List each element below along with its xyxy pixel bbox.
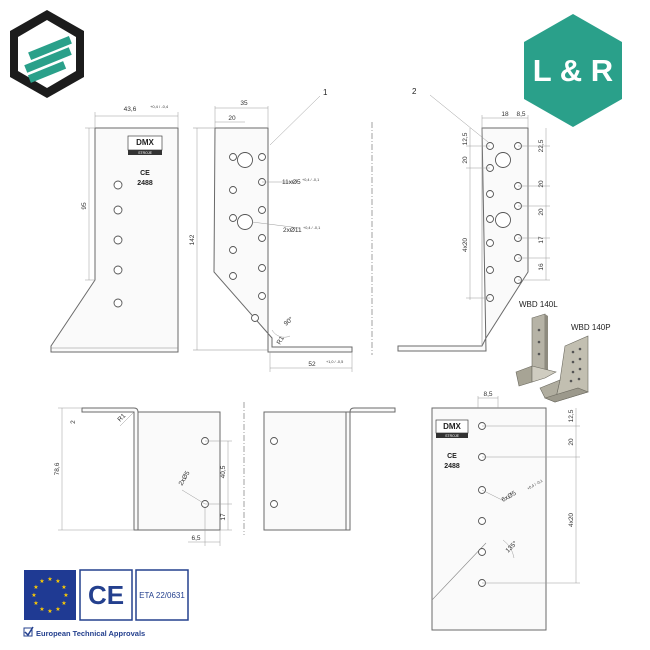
dim-20: 20 <box>228 115 236 122</box>
width-tol: +0,4 / -0,4 <box>150 104 169 109</box>
svg-text:★: ★ <box>39 578 44 585</box>
width-label: 43,6 <box>124 106 137 113</box>
dim-6-5: 6,5 <box>191 535 200 542</box>
dim-20-bottom: 20 <box>568 438 575 446</box>
eta-text: ETA 22/0631 <box>139 591 185 600</box>
height-142-label: 142 <box>189 234 196 245</box>
right-20b: 20 <box>538 208 545 216</box>
eu-flag <box>24 570 76 620</box>
stamp-brand: DMX <box>136 138 154 147</box>
ce-mark: CE <box>140 170 150 177</box>
ce-number-bottom: 2488 <box>444 463 460 470</box>
product-wbd-140p <box>539 335 589 403</box>
svg-text:★: ★ <box>61 600 66 607</box>
base-tol: +1,0 / -0,5 <box>326 360 343 364</box>
dim-8-5-bottom: 8,5 <box>483 391 492 398</box>
product-images: WBD 140L WBD 140P <box>515 300 611 403</box>
bend-radius: R1 <box>276 335 286 346</box>
small-holes-note: 11xØ5 <box>282 179 301 186</box>
right-20a: 20 <box>538 180 545 188</box>
ce-mark-bottom: CE <box>447 453 457 460</box>
stamp-brand-bottom: DMX <box>443 422 461 431</box>
svg-text:★: ★ <box>39 606 44 613</box>
svg-text:★: ★ <box>47 576 52 583</box>
stamp-sub-bottom: STROJE <box>445 434 459 438</box>
right-plate-holes <box>486 142 522 302</box>
callout-1: 1 <box>323 88 328 97</box>
view-bottom-middle-angle <box>263 407 396 531</box>
stamp-sub: STROJE <box>138 151 152 155</box>
ce-box-text: CE <box>88 580 124 610</box>
svg-text:★: ★ <box>33 600 38 607</box>
height-label: 95 <box>81 202 88 210</box>
side-plate-holes <box>229 152 266 322</box>
right-16: 16 <box>538 263 545 271</box>
svg-text:★: ★ <box>63 592 68 599</box>
front-plate-holes <box>113 180 123 308</box>
brand-mark-logo <box>10 10 84 98</box>
dim-18: 18 <box>501 111 509 118</box>
ce-number: 2488 <box>137 180 153 187</box>
right-22-5: 22,5 <box>538 139 545 152</box>
dim-12-5-bottom: 12,5 <box>568 409 575 422</box>
bottom-middle-holes <box>270 437 278 508</box>
view-front-plate-left: DMX STROJE CE 2488 43,6 +0,4 / -0,4 95 <box>50 104 179 353</box>
eta-box <box>135 569 189 621</box>
thickness-label: 2 <box>70 420 77 424</box>
left-4x20: 4x20 <box>462 238 469 252</box>
right-17: 17 <box>538 236 545 244</box>
lr-logo: L & R <box>524 14 622 127</box>
svg-text:★: ★ <box>47 608 52 615</box>
lr-logo-text: L & R <box>533 53 613 88</box>
certification-block: ★ ★ ★ ★ ★ ★ ★ ★ ★ ★ ★ ★ CE ETA 22/0631 E… <box>23 569 189 638</box>
product-wbd-140l <box>515 313 557 387</box>
svg-text:★: ★ <box>61 584 66 591</box>
large-holes-note: 2xØ11 <box>283 227 302 234</box>
svg-text:★: ★ <box>55 606 60 613</box>
height-78-6: 78,6 <box>54 462 61 475</box>
view-side-plate-right: 2 18 8,5 12,5 20 4x20 22,5 20 20 17 16 <box>397 87 550 352</box>
left-12-5: 12,5 <box>462 132 469 145</box>
ce-box <box>79 569 133 621</box>
large-holes-tol: +0,4 / -0,1 <box>303 226 320 230</box>
small-holes-tol: +0,4 / -0,1 <box>302 178 319 182</box>
svg-text:★: ★ <box>55 578 60 585</box>
product-label-l: WBD 140L <box>519 300 558 309</box>
svg-text:★: ★ <box>31 592 36 599</box>
view-bottom-left-angle: 78,6 2 R1 2xØ5 40,5 17 6,5 <box>54 407 232 546</box>
callout-2: 2 <box>412 87 417 96</box>
left-20: 20 <box>462 156 469 164</box>
view-bottom-right-plate: DMX STROJE CE 2488 8,5 12,5 20 4x20 6xØ5… <box>431 391 580 631</box>
dim-35: 35 <box>240 100 248 107</box>
svg-text:★: ★ <box>33 584 38 591</box>
eu-stars: ★ ★ ★ ★ ★ ★ ★ ★ ★ ★ ★ ★ <box>31 576 68 615</box>
view-side-plate-middle: 142 35 20 1 11xØ5 +0,4 <box>189 88 353 372</box>
dim-17: 17 <box>220 513 227 521</box>
bend-angle: 90° <box>282 315 295 328</box>
product-label-p: WBD 140P <box>571 323 611 332</box>
bottom-left-radius: R1 <box>116 412 127 423</box>
dim-8-5: 8,5 <box>516 111 525 118</box>
dim-4x20-bottom: 4x20 <box>568 513 575 527</box>
base-width: 52 <box>308 361 316 368</box>
check-icon <box>24 626 34 637</box>
eta-caption: European Technical Approvals <box>36 629 145 638</box>
dim-40-5: 40,5 <box>220 465 227 478</box>
